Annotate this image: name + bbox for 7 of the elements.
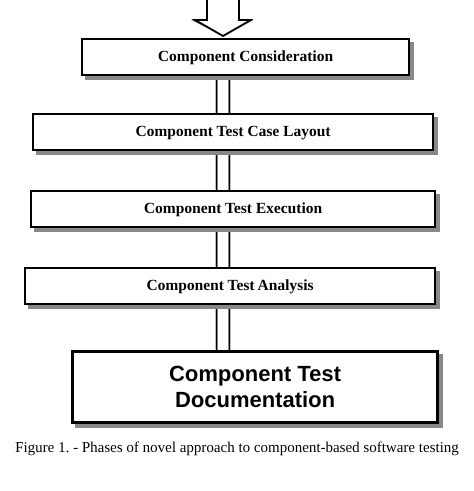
figure-caption: Figure 1. - Phases of novel approach to component-based software testing (14, 439, 460, 457)
box-label: Component Test Documentation (168, 360, 342, 414)
box-label: Component Consideration (158, 48, 334, 66)
box-label: Component Test Analysis (146, 277, 314, 295)
box-label: Component Test Execution (144, 200, 322, 218)
box-label: Component Test Case Layout (135, 123, 331, 141)
block-arrow (190, 0, 252, 38)
